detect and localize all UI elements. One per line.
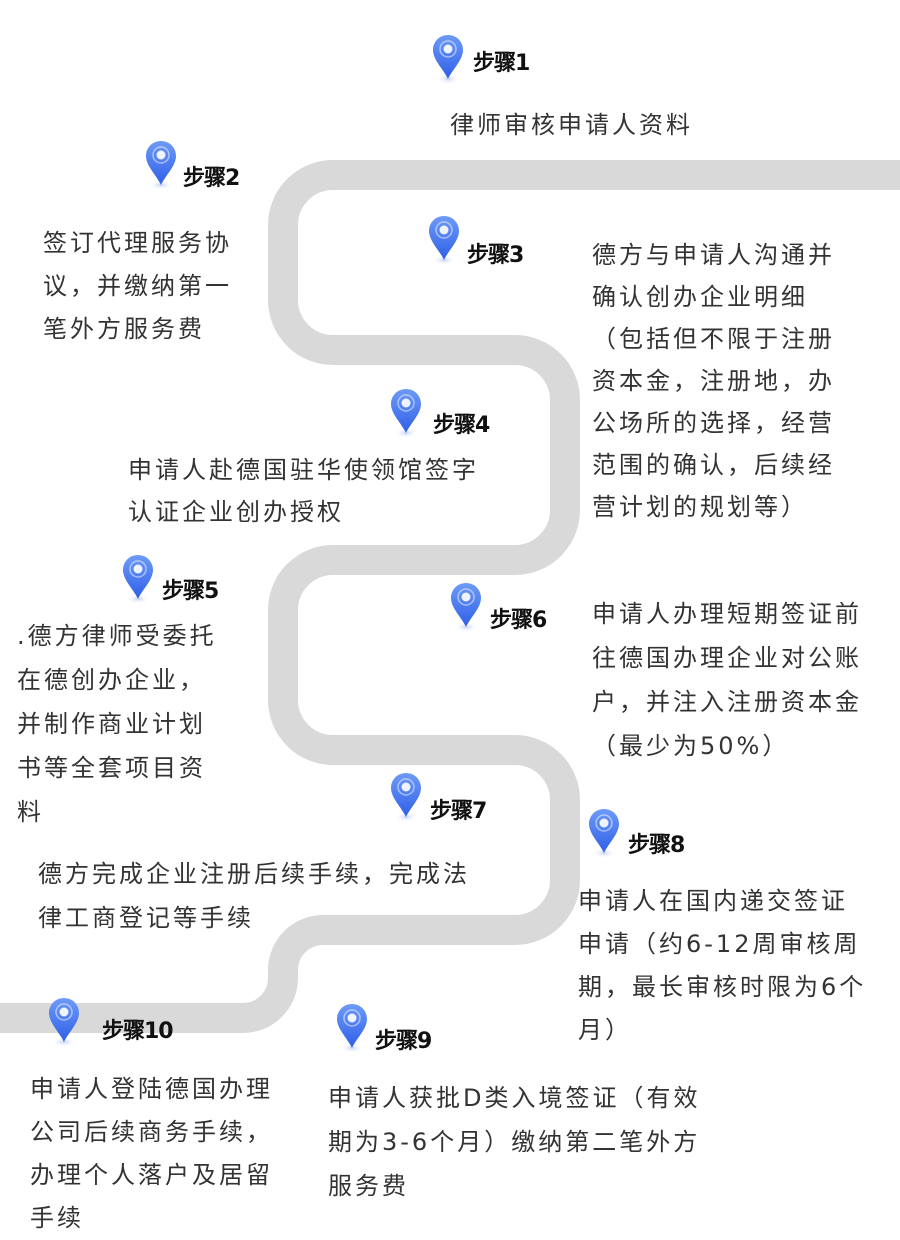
map-pin-icon	[391, 773, 421, 822]
map-pin-icon	[337, 1004, 367, 1053]
description-line: 书等全套项目资	[17, 754, 206, 782]
description-line: 德方完成企业注册后续手续，完成法	[38, 860, 470, 888]
description-line: 认证企业创办授权	[128, 498, 344, 526]
description-line: .德方律师受委托	[17, 622, 217, 650]
description-line: 申请（约6-12周审核周	[578, 930, 861, 958]
step-description: 德方与申请人沟通并确认创办企业明细 （包括但不限于注册资本金，注册地，办公场所的选…	[592, 234, 835, 528]
step-label: 步骤2	[183, 166, 240, 191]
step-description: 申请人获批D类入境签证（有效期为3-6个月）缴纳第二笔外方服务费	[328, 1076, 700, 1208]
description-line: 在德创办企业，	[17, 666, 206, 694]
step-label: 步骤3	[467, 243, 524, 268]
map-pin-icon	[146, 141, 176, 190]
map-pin-icon	[49, 998, 79, 1047]
step-label: 步骤5	[162, 579, 219, 604]
step-description: 签订代理服务协议，并缴纳第一笔外方服务费	[43, 222, 232, 351]
step-description: 律师审核申请人资料	[450, 104, 693, 147]
step-label: 步骤6	[490, 608, 547, 633]
step-label: 步骤4	[433, 413, 490, 438]
description-line: 德方与申请人沟通并	[592, 241, 835, 269]
description-line: 期，最长审核时限为6个	[578, 973, 867, 1001]
description-line: 确认创办企业明细	[592, 283, 808, 311]
description-line: 办理个人落户及居留	[30, 1161, 273, 1189]
step-label: 步骤1	[473, 51, 530, 76]
description-line: （包括但不限于注册	[592, 325, 835, 353]
map-pin-icon	[589, 809, 619, 858]
description-line: 月）	[578, 1016, 632, 1044]
description-line: 料	[17, 798, 44, 826]
step-label: 步骤10	[102, 1019, 174, 1044]
map-pin-icon	[433, 35, 463, 84]
description-line: 申请人获批D类入境签证（有效	[328, 1084, 701, 1112]
description-line: 往德国办理企业对公账	[592, 644, 862, 672]
step-label: 步骤9	[375, 1029, 432, 1054]
description-line: 公场所的选择，经营	[592, 409, 835, 437]
description-line: 签订代理服务协	[43, 229, 232, 257]
description-line: 申请人在国内递交签证	[578, 887, 848, 915]
description-line: 申请人赴德国驻华使领馆签字	[128, 456, 479, 484]
description-line: 期为3-6个月）缴纳第二笔外方	[328, 1128, 701, 1156]
step-description: 申请人赴德国驻华使领馆签字认证企业创办授权	[128, 449, 479, 533]
description-line: 资本金，注册地，办	[592, 367, 835, 395]
description-line: 律师审核申请人资料	[450, 111, 693, 139]
description-line: 申请人登陆德国办理	[30, 1075, 273, 1103]
description-line: 户，并注入注册资本金	[592, 688, 862, 716]
description-line: 申请人办理短期签证前	[592, 600, 862, 628]
map-pin-icon	[451, 583, 481, 632]
description-line: 公司后续商务手续，	[30, 1118, 273, 1146]
description-line: 律工商登记等手续	[38, 904, 254, 932]
map-pin-icon	[123, 555, 153, 604]
map-pin-icon	[391, 389, 421, 438]
description-line: （最少为50%）	[592, 732, 790, 760]
road-path	[0, 160, 900, 1033]
step-description: .德方律师受委托在德创办企业， 并制作商业计划书等全套项目资料	[17, 614, 217, 834]
step-label: 步骤7	[430, 799, 487, 824]
map-pin-icon	[429, 216, 459, 265]
description-line: 并制作商业计划	[17, 710, 206, 738]
description-line: 议，并缴纳第一	[43, 272, 232, 300]
description-line: 服务费	[328, 1172, 409, 1200]
step-description: 申请人在国内递交签证申请（约6-12周审核周期，最长审核时限为6个月）	[578, 880, 866, 1052]
description-line: 手续	[30, 1204, 84, 1232]
step-label: 步骤8	[628, 833, 685, 858]
description-line: 范围的确认，后续经	[592, 451, 835, 479]
description-line: 笔外方服务费	[43, 315, 205, 343]
step-description: 德方完成企业注册后续手续，完成法律工商登记等手续	[38, 852, 470, 940]
step-description: 申请人登陆德国办理公司后续商务手续， 办理个人落户及居留手续	[30, 1068, 273, 1240]
step-description: 申请人办理短期签证前往德国办理企业对公账户，并注入注册资本金 （最少为50%）	[592, 592, 862, 768]
description-line: 营计划的规划等）	[592, 493, 808, 521]
